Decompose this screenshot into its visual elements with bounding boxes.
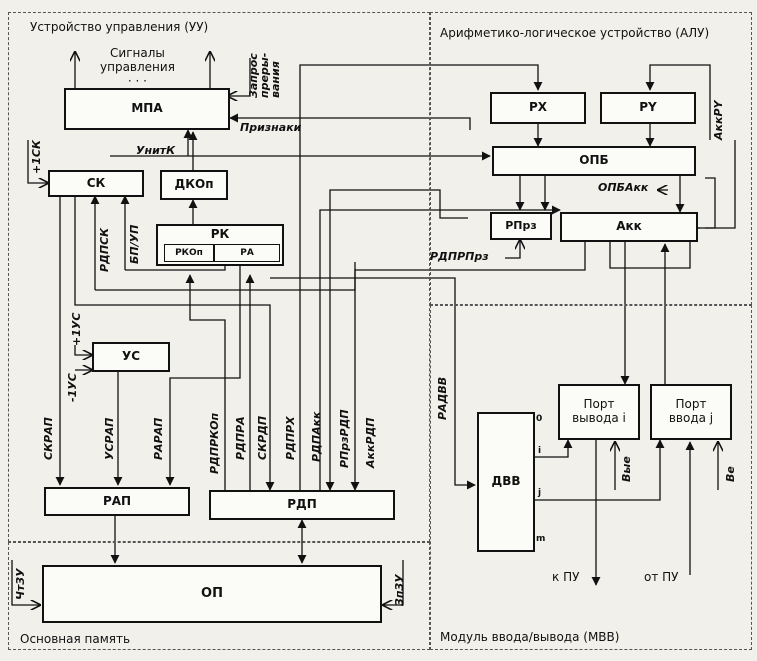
from-pu-label: от ПУ xyxy=(644,570,679,584)
bpup-label: БП/УП xyxy=(128,224,141,264)
port-out-label-2: вывода i xyxy=(572,411,626,425)
skrap-label: СКРАП xyxy=(42,417,55,460)
op-block: ОП xyxy=(42,565,382,623)
akk-block: Акк xyxy=(560,212,698,242)
rdp-block: РДП xyxy=(209,490,395,520)
control-signals-line-1: Сигналы xyxy=(110,46,165,60)
port-out-block: Порт вывода i xyxy=(558,384,640,440)
dvv-block: ДВВ xyxy=(477,412,535,552)
usrap-label: УСРАП xyxy=(103,417,116,460)
plus1sk-label: +1СК xyxy=(30,140,43,174)
control-unit-region xyxy=(8,12,430,542)
interrupt-request-label: Запрос преры- вания xyxy=(247,53,282,98)
rdprkop-label: РДПРКОп xyxy=(208,412,221,474)
dvv-port-j: j xyxy=(538,488,542,498)
rx-block: РХ xyxy=(490,92,586,124)
ra-field: РА xyxy=(214,244,280,262)
radvv-label: РАДВВ xyxy=(436,376,449,420)
mpa-block: МПА xyxy=(64,88,230,130)
us-block: УС xyxy=(92,342,170,372)
akkry-label: АккРY xyxy=(712,100,725,140)
rprzrdp-label: РПрзРДП xyxy=(338,409,351,468)
rdprx-label: РДПРХ xyxy=(284,416,297,460)
rdprprz-label: РДПРПрз xyxy=(430,250,489,263)
opbakk-label: ОПБАкк xyxy=(598,181,649,194)
sk-block: СК xyxy=(48,170,144,197)
unitk-label: УнитК xyxy=(136,144,176,157)
memory-title: Основная память xyxy=(20,632,131,646)
akkrdp-label: АккРДП xyxy=(364,417,377,468)
port-in-label-2: ввода j xyxy=(668,411,714,425)
port-in-block: Порт ввода j xyxy=(650,384,732,440)
interrupt-line-3: вания xyxy=(269,61,282,98)
rarap-label: РАРАП xyxy=(152,417,165,460)
alu-region xyxy=(430,12,752,305)
dvv-port-i: i xyxy=(538,446,542,456)
io-module-title: Модуль ввода/вывода (МВВ) xyxy=(440,630,620,644)
ry-block: РY xyxy=(600,92,696,124)
control-signals-line-3: · · · xyxy=(127,74,147,88)
rkop-field: РКОп xyxy=(164,244,214,262)
plus1us-label: +1УС xyxy=(70,312,83,346)
to-pu-label: к ПУ xyxy=(552,570,580,584)
rdpsk-label: РДПСК xyxy=(98,227,111,272)
dvv-port-m: m xyxy=(536,534,546,544)
rap-block: РАП xyxy=(44,487,190,516)
ve-label: Ве xyxy=(724,466,737,482)
dkop-block: ДКОп xyxy=(160,170,228,200)
port-out-label-1: Порт xyxy=(583,397,615,412)
vye-label: Вые xyxy=(620,456,633,482)
zlzu-label: ЗпЗУ xyxy=(393,574,406,606)
rprz-block: РПрз xyxy=(490,212,552,240)
control-signals-line-2: управления xyxy=(100,60,175,74)
alu-title: Арифметико-логическое устройство (АЛУ) xyxy=(440,26,710,40)
opb-block: ОПБ xyxy=(492,146,696,176)
io-module-region xyxy=(430,305,752,650)
dvv-port-0: 0 xyxy=(536,414,543,424)
flags-label: Признаки xyxy=(240,121,302,134)
rk-label: РК xyxy=(210,227,230,241)
skrdp-label: СКРДП xyxy=(256,415,269,460)
port-in-label-1: Порт xyxy=(675,397,707,412)
rdpra-label: РДПРА xyxy=(234,416,247,460)
chtzu-label: ЧтЗУ xyxy=(14,568,27,600)
control-unit-title: Устройство управления (УУ) xyxy=(30,20,209,34)
control-signals-label: Сигналы управления · · · xyxy=(100,46,175,88)
minus1us-label: -1УС xyxy=(66,373,79,402)
rdpakk-label: РДПАкк xyxy=(310,411,323,462)
memory-region xyxy=(8,542,430,650)
